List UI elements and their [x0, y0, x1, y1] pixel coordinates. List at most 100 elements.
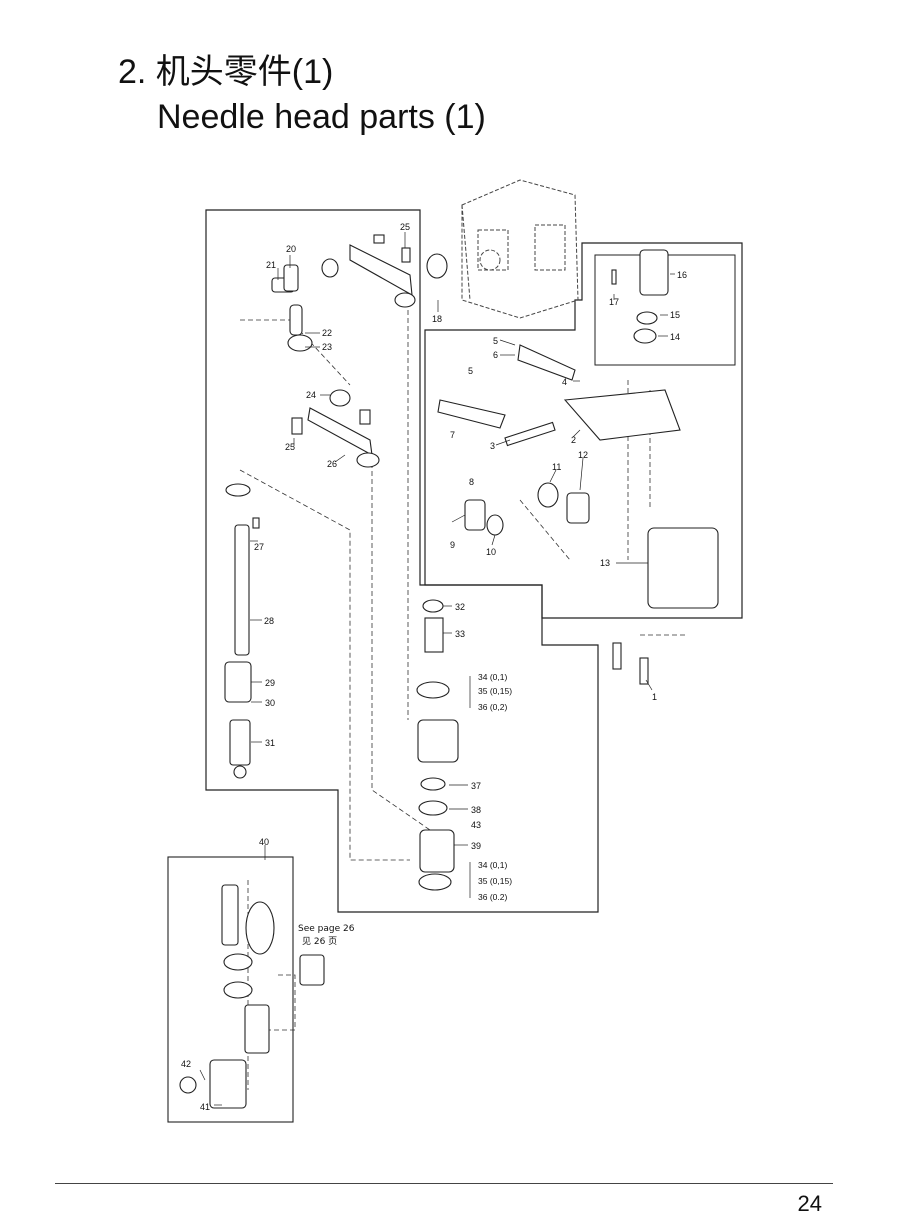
part-14: [633, 328, 657, 344]
part-37: [420, 777, 446, 791]
callout-36a: 36 (0,2): [478, 702, 507, 712]
part-39: [419, 829, 455, 873]
part-40-bracket: [244, 1004, 270, 1054]
callout-35a: 35 (0,15): [478, 686, 512, 696]
callout-13: 13: [600, 558, 610, 568]
part-17: [611, 269, 617, 285]
callout-4: 3: [490, 441, 495, 451]
part-18: [426, 253, 448, 279]
part-11: [537, 482, 559, 508]
callout-37: 37: [471, 781, 481, 791]
part-40-body: [209, 1059, 247, 1109]
machine-head-housing: [461, 179, 579, 319]
callout-11: 11: [552, 462, 561, 472]
callout-6: 6: [493, 350, 498, 360]
part-25-screw-top: [401, 247, 411, 263]
part-10: [486, 514, 504, 536]
part-32: [422, 599, 444, 613]
part-28-needle-bar: [234, 524, 250, 656]
part-38: [418, 800, 448, 816]
callout-36b: 36 (0.2): [478, 892, 507, 902]
callout-10: 10: [486, 547, 496, 557]
callout-25: 25: [400, 222, 410, 232]
part-29-30: [224, 661, 252, 703]
callout-38: 38: [471, 805, 481, 815]
part-upper-bushing: [417, 719, 459, 763]
part-34-36-lower: [418, 873, 452, 891]
part-16: [639, 249, 669, 296]
part-7: [437, 399, 506, 429]
callout-8: 8: [469, 477, 474, 487]
callout-25b: 25: [285, 442, 295, 452]
callout-23: 23: [322, 342, 332, 352]
part-22: [289, 304, 303, 336]
callout-33: 33: [455, 629, 465, 639]
part-2: [563, 389, 681, 441]
part-screw-head: [373, 234, 385, 244]
see-page-note-en: See page 26: [298, 924, 355, 934]
part-24: [329, 389, 351, 407]
callout-24: 24: [306, 390, 316, 400]
callout-43: 43: [471, 820, 481, 830]
part-20: [283, 264, 299, 292]
part-1b: [639, 657, 649, 685]
see-page-note-cn: 见 26 页: [302, 936, 337, 947]
part-12: [566, 492, 590, 524]
callout-14: 14: [670, 332, 680, 342]
callout-41: 41: [200, 1102, 210, 1112]
callout-21: 21: [266, 260, 276, 270]
part-40-wheel: [245, 901, 275, 955]
part-40-shaft: [221, 884, 239, 946]
part-15: [636, 311, 658, 325]
page-title-cn: 2. 机头零件(1): [118, 53, 334, 91]
callout-40: 40: [259, 837, 269, 847]
page-title-en: Needle head parts (1): [157, 98, 486, 136]
main-group-frame: [205, 209, 599, 913]
callout-18: 18: [432, 314, 442, 324]
part-washer-19: [321, 258, 339, 278]
callout-2: 2: [571, 435, 576, 445]
callout-5b: 5: [468, 366, 473, 376]
callout-30: 30: [265, 698, 275, 708]
part-13: [647, 527, 719, 609]
callout-26: 26: [327, 459, 337, 469]
callout-1: 1: [652, 692, 657, 702]
callout-7: 7: [450, 430, 455, 440]
part-34-36: [416, 681, 450, 699]
callout-42: 42: [181, 1059, 191, 1069]
callout-9: 9: [450, 540, 455, 550]
part-23: [287, 334, 313, 352]
callout-27: 27: [254, 542, 264, 552]
part-6: [517, 344, 576, 381]
callout-31: 31: [265, 738, 275, 748]
callout-28: 28: [264, 616, 274, 626]
callout-3: 4: [562, 377, 567, 387]
callout-32: 32: [455, 602, 465, 612]
callout-29: 29: [265, 678, 275, 688]
callout-12: 12: [578, 450, 588, 460]
callout-15: 15: [670, 310, 680, 320]
part-27: [252, 517, 260, 529]
page-number: 24: [797, 1191, 822, 1216]
part-1a: [612, 642, 622, 670]
callout-34b: 34 (0,1): [478, 860, 507, 870]
callout-20: 20: [286, 244, 296, 254]
callout-16: 16: [677, 270, 687, 280]
part-4: [504, 421, 556, 447]
part-31: [229, 719, 251, 766]
inner-frame-14-16: [594, 254, 736, 366]
callout-22: 22: [322, 328, 332, 338]
part-33: [424, 617, 444, 653]
footer-rule: [55, 1183, 833, 1184]
part-washer-top: [225, 483, 251, 497]
part-8: [464, 499, 486, 531]
callout-35b: 35 (0,15): [478, 876, 512, 886]
part-25-screw-lower: [291, 417, 303, 435]
callout-39: 39: [471, 841, 481, 851]
bottom-group-frame: [167, 856, 294, 1123]
part-42: [179, 1076, 197, 1094]
callout-34a: 34 (0,1): [478, 672, 507, 682]
callout-17: 17: [609, 297, 619, 307]
part-see-26: [299, 954, 325, 986]
